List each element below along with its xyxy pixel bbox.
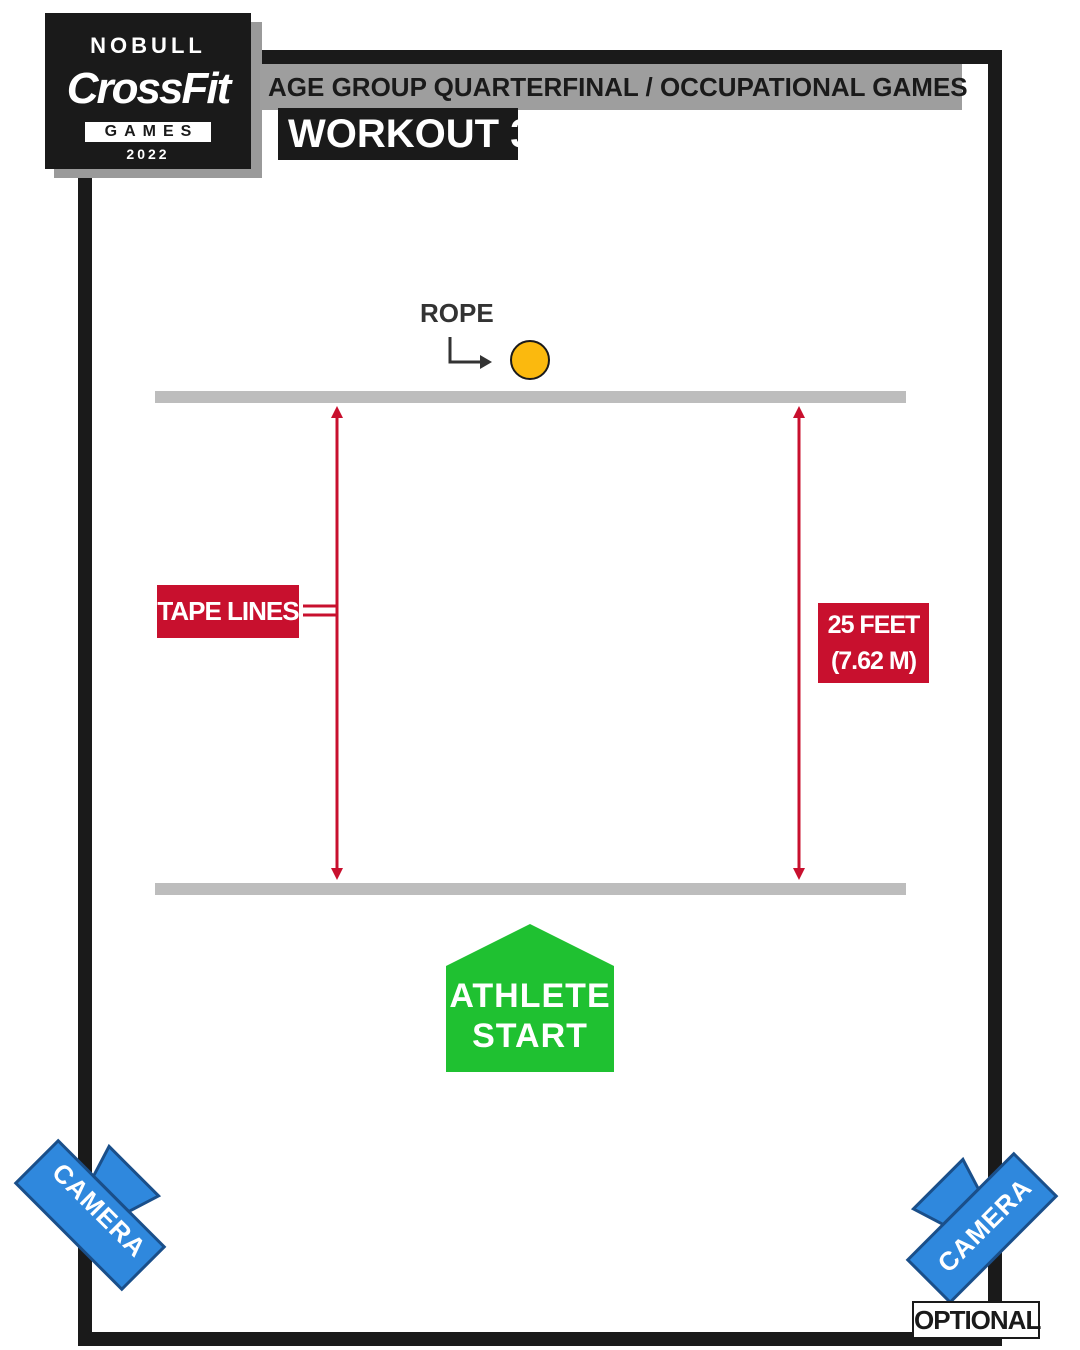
athlete-start-label: ATHLETE START bbox=[446, 976, 614, 1056]
logo-nobull: NOBULL bbox=[90, 33, 206, 58]
event-banner: AGE GROUP QUARTERFINAL / OCCUPATIONAL GA… bbox=[260, 64, 968, 110]
rope-label: ROPE bbox=[420, 298, 494, 328]
distance-feet: 25 FEET bbox=[827, 611, 921, 639]
tape-line-bottom bbox=[155, 883, 906, 895]
tape-line-top bbox=[155, 391, 906, 403]
logo-games: GAMES bbox=[85, 122, 211, 142]
distance-label: 25 FEET (7.62 M) bbox=[818, 603, 929, 683]
athlete-start-marker bbox=[446, 924, 614, 1072]
crossfit-games-logo: NOBULL CrossFit GAMES 2022 bbox=[45, 13, 251, 169]
tape-lines-label: TAPE LINES bbox=[157, 585, 300, 638]
athlete-start-line2: START bbox=[472, 1017, 588, 1055]
rope-arrow-icon bbox=[448, 337, 480, 364]
logo-year: 2022 bbox=[126, 146, 170, 162]
workout-title: WORKOUT 3 bbox=[278, 108, 532, 160]
rope-arrow-head bbox=[480, 355, 492, 369]
athlete-start-line1: ATHLETE bbox=[449, 977, 611, 1015]
camera-left-icon bbox=[13, 1138, 167, 1292]
rope-icon bbox=[510, 340, 550, 380]
logo-crossfit: CrossFit bbox=[66, 64, 231, 113]
optional-label: OPTIONAL bbox=[912, 1301, 1041, 1339]
floor-border bbox=[78, 50, 1002, 1346]
camera-right-icon bbox=[905, 1151, 1059, 1305]
distance-meters: (7.62 M) bbox=[830, 647, 917, 675]
